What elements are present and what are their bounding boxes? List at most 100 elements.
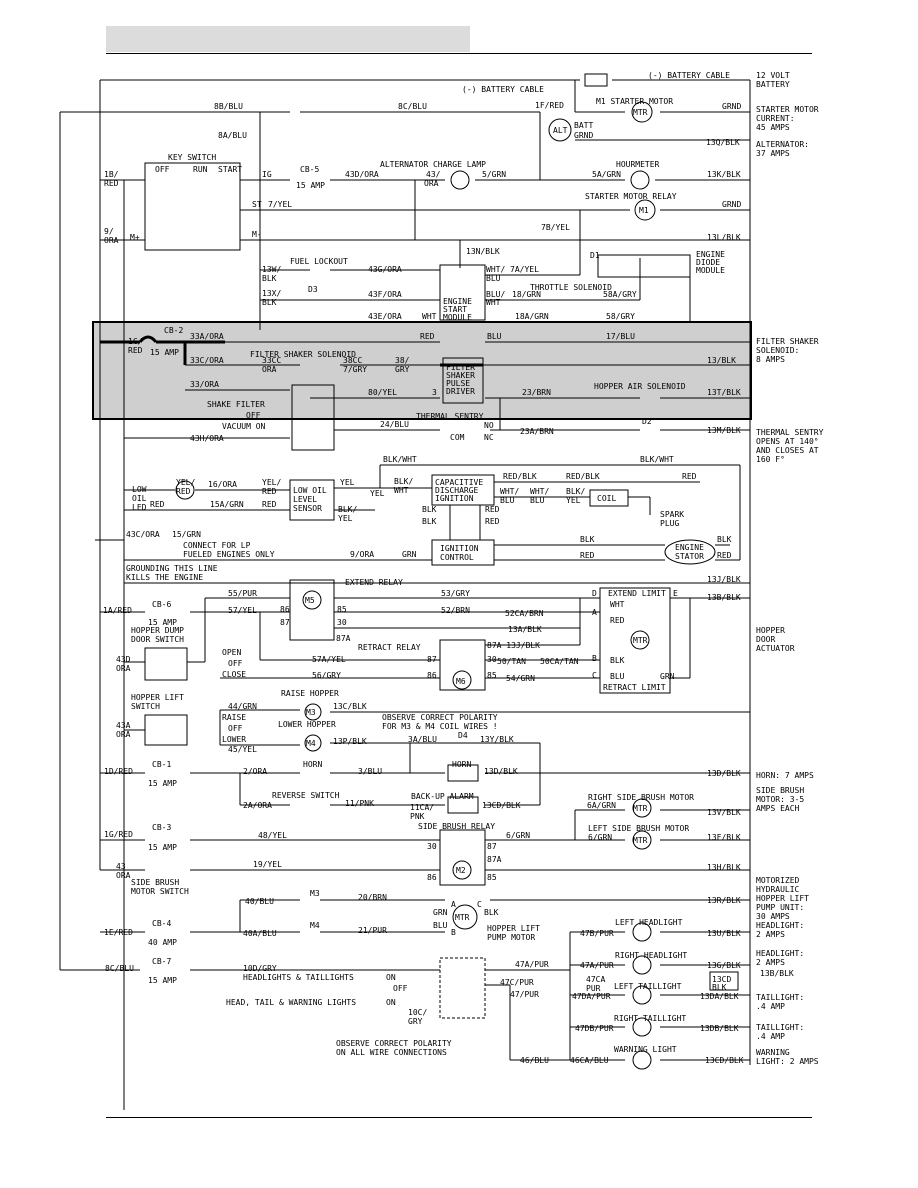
label-fspd-3: PULSE <box>446 379 470 388</box>
label-lp-2: FUELED ENGINES ONLY <box>183 550 275 559</box>
label-close: CLOSE <box>222 670 246 679</box>
wire-lines <box>59 79 751 1110</box>
label-13d2: 13D/BLK <box>707 769 741 778</box>
label-battery-cable: (-) BATTERY CABLE <box>648 71 730 80</box>
label-ign-1: IGNITION <box>440 544 479 553</box>
label-off: OFF <box>155 165 170 174</box>
label-m4b: M4 <box>310 921 320 930</box>
label-cb6-amp: 15 AMP <box>148 618 177 627</box>
label-cb1: CB-1 <box>152 760 171 769</box>
label-6: 6/GRN <box>506 831 530 840</box>
label-blu: BLU <box>486 274 501 283</box>
label-los-2: LEVEL <box>293 495 317 504</box>
label-43e: 43E/ORA <box>368 312 402 321</box>
alternator-symbol <box>548 118 572 142</box>
label-46: 46/BLU <box>520 1056 549 1065</box>
label-1g: 1G/RED <box>104 830 133 839</box>
low-oil-led-symbol <box>175 480 195 500</box>
label-10d: 10D/GRY <box>243 964 277 973</box>
label-18: 18/GRN <box>512 290 541 299</box>
label-cb4: CB-4 <box>152 919 171 928</box>
label-cb5: CB-5 <box>300 165 319 174</box>
label-grnd1: GRND <box>722 102 741 111</box>
label-50: 50/TAN <box>497 657 526 666</box>
label-start: START <box>218 165 242 174</box>
label-87: 87 <box>280 618 290 627</box>
label-13f: 13F/BLK <box>707 833 741 842</box>
label-yel-red2: YEL/ <box>262 478 281 487</box>
label-red-led: RED <box>150 500 165 509</box>
note-starter-3: 45 AMPS <box>756 123 790 132</box>
label-13db: 13DB/BLK <box>700 1024 739 1033</box>
label-43-ora: ORA <box>424 179 439 188</box>
label-38-gry: GRY <box>395 365 410 374</box>
label-47b: 47B/PUR <box>580 929 614 938</box>
label-e-term: E <box>673 589 678 598</box>
backup-alarm-symbol <box>447 796 479 814</box>
horn-symbol <box>447 764 479 782</box>
label-47c: 47C/PUR <box>500 978 534 987</box>
label-47: 47/PUR <box>510 990 539 999</box>
label-off4: OFF <box>228 724 243 733</box>
label-pump-mtr: MTR <box>455 913 470 922</box>
label-8a: 8A/BLU <box>218 131 247 140</box>
label-red6: RED <box>485 505 500 514</box>
header-bar <box>106 26 470 52</box>
label-stator-1: ENGINE <box>675 543 704 552</box>
label-85c: 85 <box>487 873 497 882</box>
label-13b2: 13B/BLK <box>760 969 794 978</box>
note-hyd-1: MOTORIZED <box>756 876 800 885</box>
label-blk7: BLK <box>484 908 499 917</box>
label-extend-limit: EXTEND LIMIT <box>608 589 666 598</box>
label-20: 20/BRN <box>358 893 387 902</box>
label-dump-2: DOOR SWITCH <box>131 635 184 644</box>
label-wht3: WHT <box>394 486 409 495</box>
label-lowoil-2: OIL <box>132 494 147 503</box>
label-retract-limit: RETRACT LIMIT <box>603 683 666 692</box>
label-13x: 13X/ <box>262 289 281 298</box>
label-fs-solenoid: FILTER SHAKER SOLENOID <box>250 350 356 359</box>
label-diode-3: MODULE <box>696 266 725 275</box>
label-85b: 85 <box>487 671 497 680</box>
label-polarity-1: OBSERVE CORRECT POLARITY <box>382 713 498 722</box>
label-40a: 40A/BLU <box>243 929 277 938</box>
label-43b-ora: ORA <box>116 871 131 880</box>
label-fspd-1: FILTER <box>446 363 475 372</box>
label-ltl: LEFT TAILLIGHT <box>614 982 682 991</box>
note-tl2-2: .4 AMP <box>756 1032 785 1041</box>
label-3a: 3A/BLU <box>408 735 437 744</box>
label-yel3: YEL <box>370 489 385 498</box>
label-13b: 13B/BLK <box>707 593 741 602</box>
label-87a: 87A <box>336 634 351 643</box>
label-13w-blk: BLK <box>262 274 277 283</box>
label-5grn: 5/GRN <box>482 170 506 179</box>
label-43a: 43A <box>116 721 131 730</box>
label-blk2: BLK <box>422 505 437 514</box>
note-hyd-3: HOPPER LIFT <box>756 894 809 903</box>
label-vacuum-on: VACUUM ON <box>222 422 266 431</box>
note-sb-2: MOTOR: 3-5 <box>756 795 804 804</box>
label-23: 23/BRN <box>522 388 551 397</box>
label-esm-1: ENGINE <box>443 297 472 306</box>
label-whtblu1: WHT/ <box>500 487 519 496</box>
label-blkyel: BLK/ <box>566 487 585 496</box>
label-red5: RED <box>262 500 277 509</box>
label-whtblu2: WHT/ <box>530 487 549 496</box>
label-horn: HORN <box>452 760 471 769</box>
note-warn-2: LIGHT: 2 AMPS <box>756 1057 819 1066</box>
label-85: 85 <box>337 605 347 614</box>
label-thermal-sentry: THERMAL SENTRY <box>416 412 484 421</box>
label-13j: 13J/BLK <box>707 575 741 584</box>
label-yel: YEL/ <box>176 478 195 487</box>
label-st: ST <box>252 200 262 209</box>
label-13p: 13P/BLK <box>333 737 367 746</box>
label-raise: RAISE <box>222 713 246 722</box>
label-38cc-gry: 7/GRY <box>343 365 367 374</box>
label-extend-relay: EXTEND RELAY <box>345 578 403 587</box>
label-1b-red: RED <box>104 179 119 188</box>
label-cb3-amp: 15 AMP <box>148 843 177 852</box>
label-wht: WHT <box>486 298 501 307</box>
label-13a: 13A/BLK <box>508 625 542 634</box>
label-hl-tl: HEADLIGHTS & TAILLIGHTS <box>243 973 354 982</box>
